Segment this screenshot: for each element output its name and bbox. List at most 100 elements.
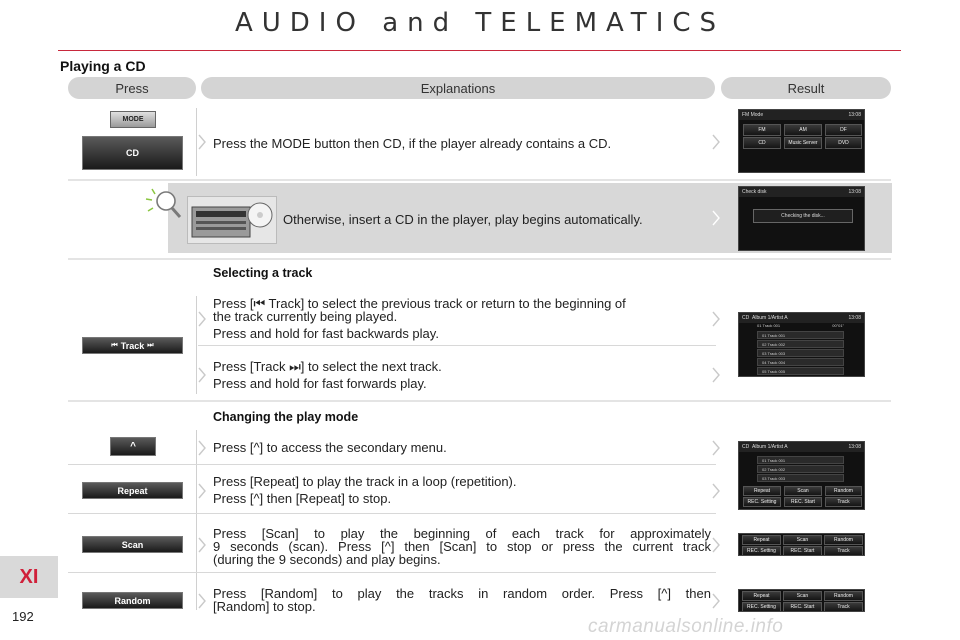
repeat-line2: Press [^] then [Repeat] to stop. bbox=[213, 491, 392, 506]
screen-time: 13:08 bbox=[848, 315, 861, 321]
screen-title: FM Mode bbox=[742, 112, 764, 118]
section-title: Playing a CD bbox=[60, 58, 146, 74]
random-line1: Press [Random] to play the tracks in ran… bbox=[213, 586, 711, 601]
random-button[interactable]: Random bbox=[82, 592, 183, 609]
column-separator bbox=[196, 296, 197, 394]
screen-rec-start-button: REC. Start bbox=[784, 497, 822, 507]
screen-status-bar: CD Album 1/Artist A 13:08 bbox=[739, 313, 864, 323]
row-separator bbox=[68, 464, 716, 465]
chevron-up-icon: ^ bbox=[130, 441, 136, 452]
screen-title: CD bbox=[742, 315, 750, 321]
screen-track-button: Track bbox=[825, 497, 862, 507]
chapter-tab: XI bbox=[0, 556, 58, 598]
screen-track-row: 04 Track 004 bbox=[757, 358, 844, 366]
repeat-button[interactable]: Repeat bbox=[82, 482, 183, 499]
screen-track-button: Track bbox=[824, 546, 863, 555]
screen-rec-setting-button: REC. Setting bbox=[742, 546, 781, 555]
column-separator bbox=[196, 430, 197, 610]
screen-scan-button: Scan bbox=[783, 535, 822, 545]
screen-scan-button: Scan bbox=[783, 591, 822, 601]
screen-rec-start-button: REC. Start bbox=[783, 546, 822, 555]
chevron-right-icon bbox=[712, 367, 720, 383]
screen-track-row: 01 Track 001 bbox=[757, 331, 844, 339]
screen-track-button: Track bbox=[824, 602, 863, 611]
chevron-right-icon bbox=[712, 440, 720, 456]
column-separator bbox=[196, 108, 197, 176]
chevron-right-icon bbox=[198, 537, 206, 553]
screen-random-button: Random bbox=[824, 591, 863, 601]
track-prev-prefix: Press [ bbox=[213, 296, 254, 311]
header-result: Result bbox=[721, 77, 891, 99]
random-line2: [Random] to stop. bbox=[213, 599, 316, 614]
scan-text: Press [Scan] to play the beginning of ea… bbox=[213, 527, 711, 566]
chevron-right-icon bbox=[198, 440, 206, 456]
header-press: Press bbox=[68, 77, 196, 99]
screen-repeat-button: Repeat bbox=[742, 535, 781, 545]
cd-player-icon bbox=[191, 202, 273, 238]
scan-line2: 9 seconds (scan). Press [^] then [Scan] … bbox=[213, 539, 711, 554]
track-prev-line2: the track currently being played. bbox=[213, 309, 398, 324]
mode-change-heading: Changing the play mode bbox=[213, 410, 359, 424]
scan-line1: Press [Scan] to play the beginning of ea… bbox=[213, 526, 711, 541]
skip-forward-icon: ⏭ bbox=[147, 341, 154, 349]
chevron-right-icon bbox=[198, 483, 206, 499]
caret-text: Press [^] to access the secondary menu. bbox=[213, 440, 447, 455]
random-text: Press [Random] to play the tracks in ran… bbox=[213, 587, 711, 613]
screen-time: 13:08 bbox=[848, 189, 861, 195]
cd-slot-illustration bbox=[187, 196, 277, 244]
screen-tab-cd: CD bbox=[743, 137, 781, 149]
row-separator bbox=[68, 572, 716, 573]
chevron-right-icon bbox=[712, 210, 720, 226]
track-prev-part-a: Press [⏮ Track] to select the previous t… bbox=[213, 297, 626, 310]
screen-track-row: 01 Track 001 bbox=[757, 456, 844, 464]
screen-message: Checking the disk... bbox=[753, 209, 853, 223]
mode-button[interactable]: MODE bbox=[110, 111, 156, 128]
result-screen-track: CD Album 1/Artist A 13:08 01 Track 001 00… bbox=[738, 312, 865, 377]
row-divider bbox=[68, 400, 891, 402]
chevron-right-icon bbox=[198, 367, 206, 383]
screen-tab-fm: FM bbox=[743, 124, 781, 136]
track-prev-text: Press [⏮ Track] to select the previous t… bbox=[213, 297, 711, 340]
screen-tab-dvd: DVD bbox=[825, 137, 862, 149]
screen-elapsed: 00"01" bbox=[832, 323, 844, 328]
track-next-suffix: ] to select the next track. bbox=[300, 359, 442, 374]
chevron-right-icon bbox=[712, 483, 720, 499]
header-explanations: Explanations bbox=[201, 77, 715, 99]
screen-track-row: 05 Track 005 bbox=[757, 367, 844, 375]
screen-repeat-button: Repeat bbox=[742, 591, 781, 601]
screen-repeat-button: Repeat bbox=[743, 486, 781, 496]
track-heading: Selecting a track bbox=[213, 266, 313, 280]
screen-time: 13:08 bbox=[848, 444, 861, 450]
screen-album: Album 1/Artist A bbox=[752, 315, 788, 321]
cd-button[interactable]: CD bbox=[82, 136, 183, 170]
chevron-right-icon bbox=[712, 311, 720, 327]
row-separator bbox=[198, 345, 716, 346]
row-divider bbox=[68, 258, 891, 260]
screen-track-row: 03 Track 003 bbox=[757, 474, 844, 482]
scan-line3: (during the 9 seconds) and play begins. bbox=[213, 552, 441, 567]
screen-random-button: Random bbox=[825, 486, 862, 496]
track-button[interactable]: ⏮Track⏭ bbox=[82, 337, 183, 354]
scan-button[interactable]: Scan bbox=[82, 536, 183, 553]
page-number: 192 bbox=[12, 609, 34, 624]
skip-forward-icon: ⏭ bbox=[289, 359, 301, 374]
row-separator bbox=[68, 513, 716, 514]
screen-tab-am: AM bbox=[784, 124, 822, 136]
page-title: AUDIO and TELEMATICS bbox=[234, 8, 726, 38]
chevron-right-icon bbox=[712, 134, 720, 150]
screen-title: CD bbox=[742, 444, 750, 450]
chevron-right-icon bbox=[198, 134, 206, 150]
track-next-line2: Press and hold for fast forwards play. bbox=[213, 376, 427, 391]
screen-random-button: Random bbox=[824, 535, 863, 545]
mode-text: Press the MODE button then CD, if the pl… bbox=[213, 136, 612, 151]
screen-track-info: 01 Track 001 bbox=[757, 323, 781, 328]
tip-text: Otherwise, insert a CD in the player, pl… bbox=[283, 212, 643, 227]
caret-button[interactable]: ^ bbox=[110, 437, 156, 456]
chevron-right-icon bbox=[712, 537, 720, 553]
skip-back-icon: ⏮ bbox=[111, 341, 118, 349]
